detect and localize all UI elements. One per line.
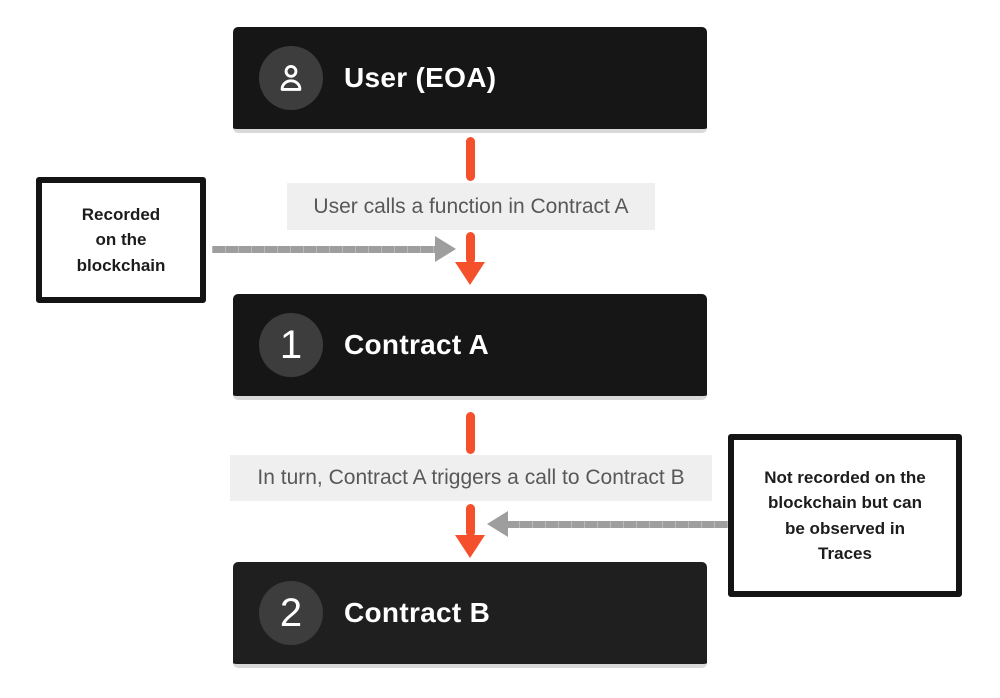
- arrowhead-orange-contract-b: [455, 535, 485, 558]
- contract-b-number: 2: [279, 591, 303, 635]
- note-line: be observed in: [785, 518, 905, 538]
- arrow-gray-left-note: [212, 246, 437, 253]
- contract-a-badge-circle: 1: [259, 313, 323, 377]
- node-user-eoa: User (EOA): [233, 27, 707, 133]
- arrowhead-gray-left-note: [435, 236, 456, 262]
- arrow-orange-label-to-contract-a: [466, 232, 475, 264]
- note-line: blockchain: [76, 255, 166, 275]
- note-line: Traces: [818, 544, 872, 563]
- note-not-recorded-traces: Not recorded on the blockchain but can b…: [728, 434, 962, 597]
- node-contract-b: 2 Contract B: [233, 562, 707, 668]
- note-line: on the: [95, 230, 147, 250]
- arrow-gray-right-note: [506, 521, 728, 528]
- contract-a-number: 1: [279, 323, 303, 367]
- note-line: Not recorded on the: [764, 467, 926, 487]
- arrowhead-gray-right-note: [487, 511, 508, 537]
- note-line: Recorded: [81, 204, 161, 224]
- note-line: blockchain but can: [768, 493, 922, 512]
- arrowhead-orange-contract-a: [455, 262, 485, 285]
- node-title-user: User (EOA): [344, 62, 497, 93]
- edge-label-contract-a-triggers: In turn, Contract A triggers a call to C…: [230, 455, 712, 501]
- node-contract-a: 1 Contract A: [233, 294, 707, 400]
- arrow-orange-label-to-contract-b: [466, 504, 475, 537]
- arrow-orange-user-to-label: [466, 137, 475, 181]
- node-title-contract-b: Contract B: [344, 597, 491, 628]
- user-icon: [280, 65, 302, 91]
- node-title-contract-a: Contract A: [344, 329, 490, 360]
- arrow-orange-contract-a-to-label: [466, 412, 475, 454]
- contract-b-badge-circle: 2: [259, 581, 323, 645]
- user-badge-circle: [259, 46, 323, 110]
- note-recorded-on-blockchain: Recorded on the blockchain: [36, 177, 206, 303]
- edge-label-user-calls: User calls a function in Contract A: [287, 183, 655, 230]
